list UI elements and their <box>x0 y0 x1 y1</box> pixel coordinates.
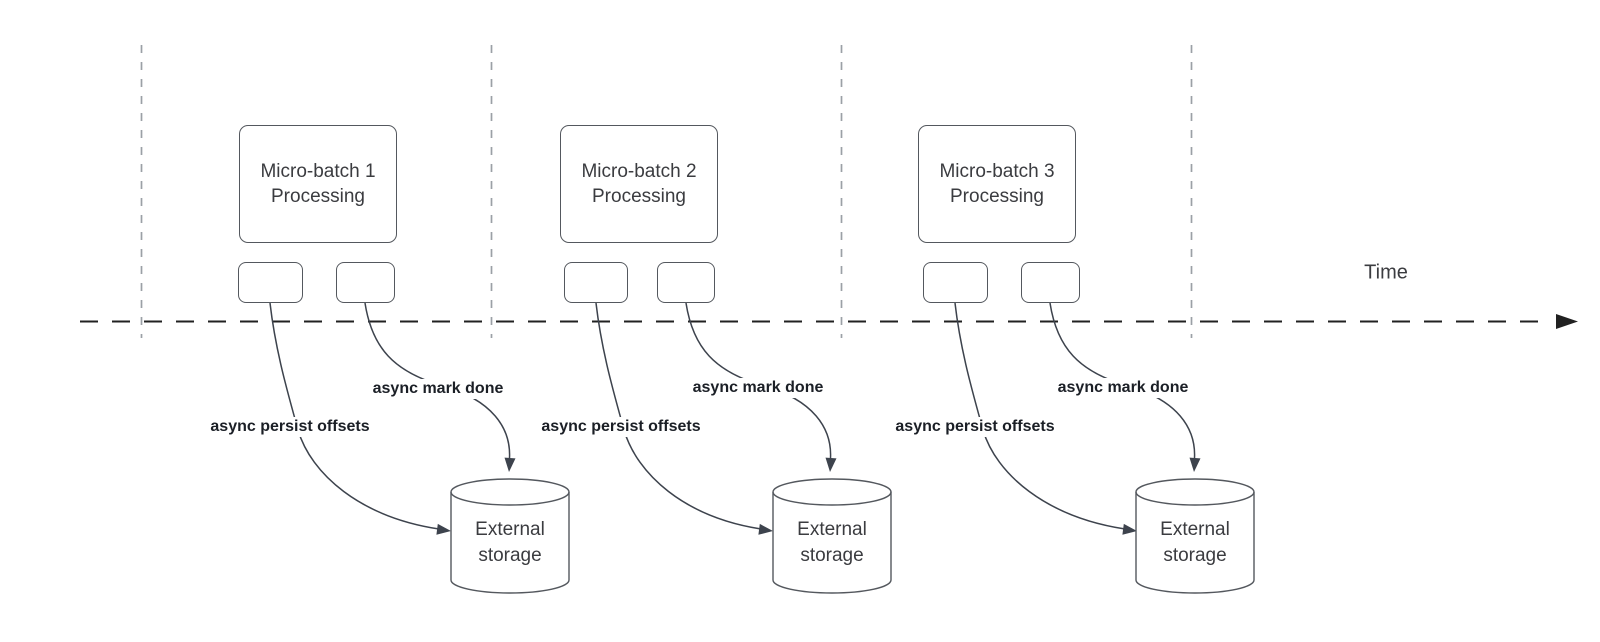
storage-label-line2: storage <box>1163 545 1227 566</box>
microbatch-title-line2: Processing <box>271 186 365 207</box>
microbatch-title-line2: Processing <box>592 186 686 207</box>
mark-done-label-2: async mark done <box>689 378 827 398</box>
time-axis-arrowhead <box>1556 314 1578 329</box>
persist-offsets-label-1: async persist offsets <box>207 417 373 437</box>
external-storage-cylinder-3 <box>1135 478 1255 594</box>
persist-task-box-1 <box>238 262 303 303</box>
microbatch-title-line2: Processing <box>950 186 1044 207</box>
microbatch-box-1: Micro-batch 1 Processing <box>239 125 397 243</box>
persist-offsets-arrowhead-2 <box>758 523 773 535</box>
markdone-task-box-2 <box>657 262 715 303</box>
storage-label-line2: storage <box>478 545 542 566</box>
microbatch-title-line1: Micro-batch 3 <box>939 161 1055 182</box>
mark-done-arrowhead-1 <box>504 457 516 472</box>
storage-label-line2: storage <box>800 545 864 566</box>
persist-task-box-3 <box>923 262 988 303</box>
mark-done-label-1: async mark done <box>369 379 507 399</box>
mark-done-arrowhead-2 <box>825 457 837 472</box>
persist-task-box-2 <box>564 262 628 303</box>
external-storage-cylinder-rim-3 <box>1135 491 1255 506</box>
markdone-task-box-3 <box>1021 262 1080 303</box>
external-storage-cylinder-rim-1 <box>450 491 570 506</box>
external-storage-label-2: External storage <box>773 496 891 590</box>
external-storage-label-3: External storage <box>1136 496 1254 590</box>
persist-offsets-label-2: async persist offsets <box>538 417 704 437</box>
markdone-task-box-1 <box>336 262 395 303</box>
microbatch-title-line1: Micro-batch 2 <box>581 161 697 182</box>
storage-label-line1: External <box>797 519 867 540</box>
persist-offsets-arrow-1 <box>269 302 440 530</box>
microbatch-title-line1: Micro-batch 1 <box>260 161 376 182</box>
microbatch-box-3: Micro-batch 3 Processing <box>918 125 1076 243</box>
persist-offsets-arrow-2 <box>595 302 762 530</box>
storage-label-line1: External <box>475 519 545 540</box>
external-storage-label-1: External storage <box>451 496 569 590</box>
persist-offsets-label-3: async persist offsets <box>892 417 1058 437</box>
persist-offsets-arrowhead-1 <box>436 523 451 535</box>
external-storage-cylinder-rim-2 <box>772 491 892 506</box>
external-storage-cylinder-1 <box>450 478 570 594</box>
microbatch-box-2: Micro-batch 2 Processing <box>560 125 718 243</box>
mark-done-arrowhead-3 <box>1189 457 1201 472</box>
external-storage-cylinder-2 <box>772 478 892 594</box>
time-axis-label: Time <box>1364 261 1408 284</box>
storage-label-line1: External <box>1160 519 1230 540</box>
persist-offsets-arrowhead-3 <box>1122 523 1137 535</box>
mark-done-label-3: async mark done <box>1054 378 1192 398</box>
persist-offsets-arrow-3 <box>954 302 1126 530</box>
